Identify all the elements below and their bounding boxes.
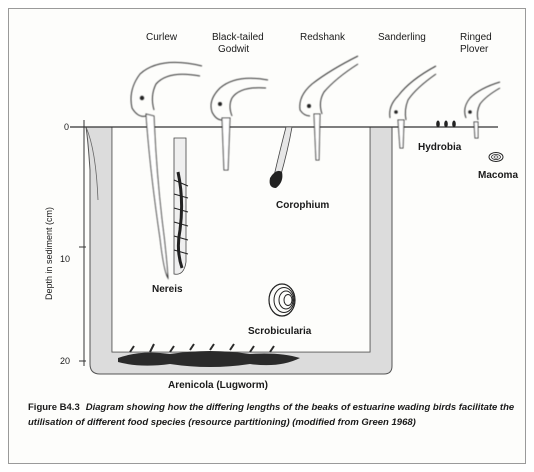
- label-scrobicularia: Scrobicularia: [248, 326, 312, 337]
- label-corophium: Corophium: [276, 200, 329, 211]
- hydrobia-snails: [436, 121, 456, 128]
- axis-tick-0: 0: [64, 122, 69, 132]
- label-hydrobia: Hydrobia: [418, 142, 462, 153]
- bird-labels: Curlew Black-tailed Godwit Redshank Sand…: [146, 32, 494, 55]
- bird-label-sanderling: Sanderling: [378, 32, 426, 43]
- depth-axis-label: Depth in sediment (cm): [44, 207, 54, 300]
- label-macoma: Macoma: [478, 170, 518, 181]
- bird-label-curlew: Curlew: [146, 32, 178, 43]
- depth-axis: 0 10 20 Depth in sediment (cm): [44, 120, 86, 366]
- bird-label-godwit: Black-tailed Godwit: [212, 32, 266, 55]
- sediment-outline: [86, 127, 392, 374]
- bird-label-redshank: Redshank: [300, 32, 346, 43]
- macoma-clam: [489, 153, 503, 162]
- caption-text: Diagram showing how the differing length…: [28, 402, 514, 428]
- label-nereis: Nereis: [152, 284, 183, 295]
- axis-tick-10: 10: [60, 254, 70, 264]
- bird-label-ringed-plover: Ringed Plover: [460, 32, 494, 55]
- ringed-plover-head: [465, 82, 500, 138]
- label-arenicola: Arenicola (Lugworm): [168, 380, 268, 391]
- figure-number: Figure B4.3: [28, 402, 80, 413]
- sanderling-head: [390, 66, 436, 148]
- nereis-worm: [174, 138, 188, 274]
- axis-tick-20: 20: [60, 356, 70, 366]
